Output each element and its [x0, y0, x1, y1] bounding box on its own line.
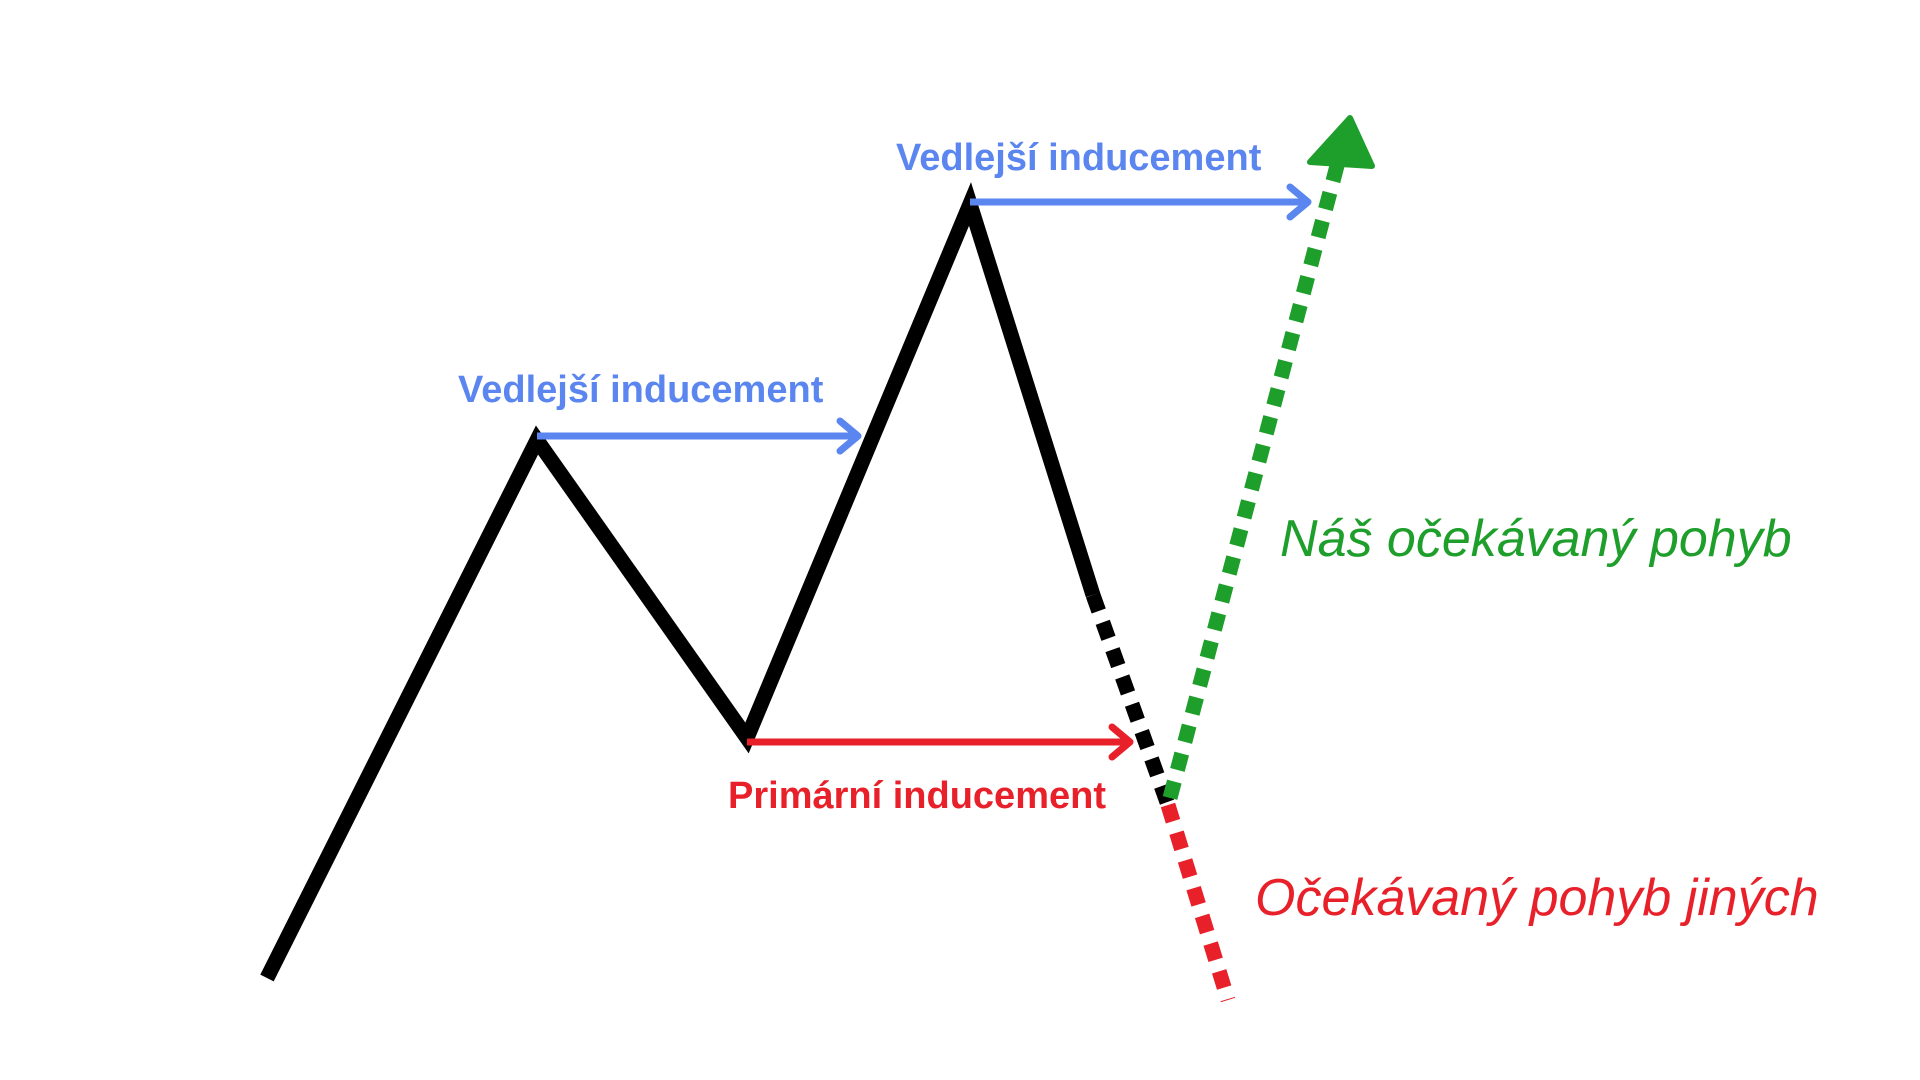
- others-expected-move-line: [1160, 802, 1236, 1003]
- label-secondary-inducement-top: Vedlejší inducement: [896, 137, 1262, 179]
- secondary-inducement-arrow-top: [970, 183, 1312, 221]
- our-expected-move-arrow: [1162, 115, 1375, 800]
- arrow-up-icon: [1307, 115, 1375, 169]
- label-others-expected-move: Očekávaný pohyb jiných: [1255, 869, 1819, 927]
- label-secondary-inducement-left: Vedlejší inducement: [458, 369, 824, 411]
- label-our-expected-move: Náš očekávaný pohyb: [1280, 510, 1792, 568]
- label-primary-inducement: Primární inducement: [728, 775, 1106, 817]
- price-path-solid: [260, 182, 1101, 982]
- price-path-dotted: [1085, 592, 1176, 808]
- secondary-inducement-arrow-left: [537, 417, 862, 455]
- primary-inducement-arrow: [747, 723, 1134, 761]
